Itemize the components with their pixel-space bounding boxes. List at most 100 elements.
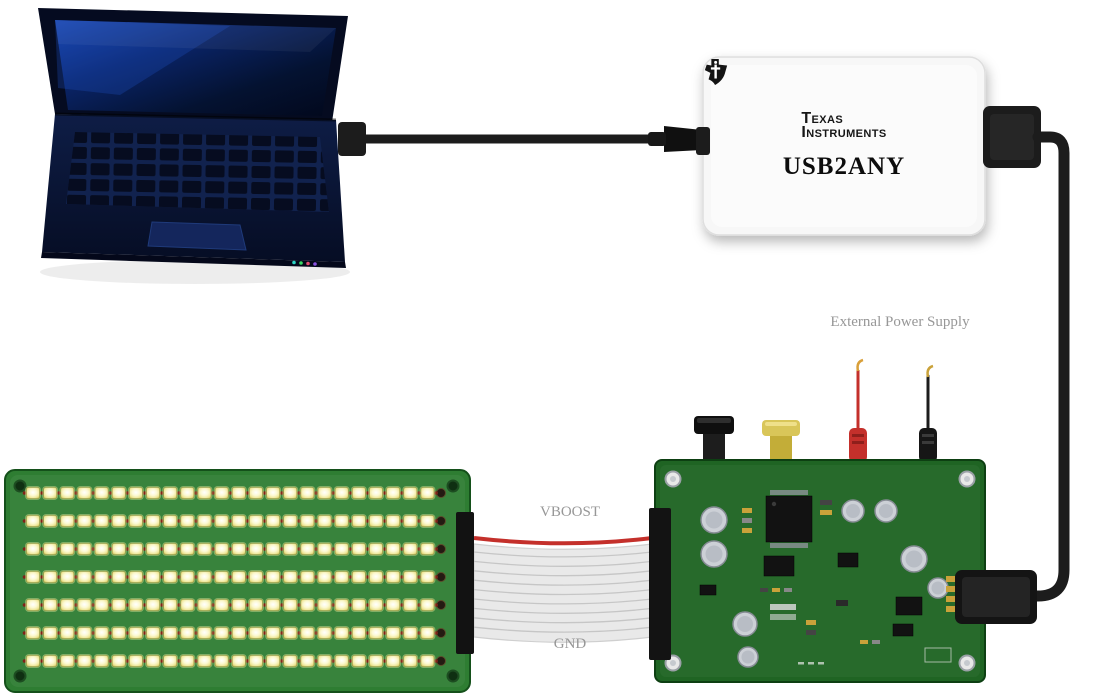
led: [334, 515, 349, 527]
led: [283, 655, 298, 667]
led: [43, 487, 57, 499]
led: [180, 571, 195, 583]
led: [352, 543, 366, 555]
ribbon-connector-led-board: [456, 512, 474, 654]
led: [334, 599, 349, 611]
led: [420, 487, 435, 499]
led: [214, 543, 229, 555]
mcu-chip: [765, 490, 813, 548]
usb-plug-adapter-end: [664, 126, 702, 152]
usb-plug-laptop-end: [338, 122, 366, 156]
led: [232, 627, 246, 639]
led: [334, 487, 349, 499]
led: [26, 543, 40, 555]
led: [111, 543, 126, 555]
evm-board: [649, 358, 1037, 683]
led: [197, 487, 212, 499]
led: [163, 655, 177, 667]
led: [352, 571, 366, 583]
led-board-through-holes: [436, 488, 446, 666]
led: [146, 571, 160, 583]
led: [334, 655, 349, 667]
led-board-mounting-holes: [13, 479, 460, 683]
led: [111, 515, 126, 527]
led: [214, 487, 229, 499]
evm-mounting-holes: [664, 470, 976, 672]
gold-header-pins: [946, 576, 955, 612]
led: [369, 515, 383, 527]
led: [249, 543, 263, 555]
probe-hook-black: [926, 364, 934, 378]
led: [232, 599, 246, 611]
led: [369, 627, 383, 639]
led: [403, 627, 418, 639]
led: [232, 571, 246, 583]
led: [214, 515, 229, 527]
led: [197, 627, 212, 639]
led: [129, 571, 143, 583]
led: [180, 487, 195, 499]
led: [403, 599, 418, 611]
led-array-board: [4, 469, 474, 693]
led: [317, 571, 332, 583]
led: [111, 599, 126, 611]
led: [420, 515, 435, 527]
led: [420, 627, 435, 639]
led: [232, 543, 246, 555]
led: [163, 487, 177, 499]
led: [163, 543, 177, 555]
led: [129, 543, 143, 555]
led: [77, 627, 92, 639]
led: [146, 599, 160, 611]
led: [266, 571, 280, 583]
led: [77, 487, 92, 499]
led: [283, 627, 298, 639]
capacitors: [700, 499, 949, 668]
led: [214, 655, 229, 667]
led-grid: [25, 486, 436, 668]
led: [146, 627, 160, 639]
led: [94, 487, 109, 499]
led: [420, 599, 435, 611]
led: [60, 599, 75, 611]
led: [94, 515, 109, 527]
led: [43, 655, 57, 667]
led: [163, 515, 177, 527]
led: [369, 655, 383, 667]
led: [197, 599, 212, 611]
led: [26, 571, 40, 583]
led: [43, 599, 57, 611]
led: [111, 571, 126, 583]
led: [197, 543, 212, 555]
probe-hook-red: [856, 358, 864, 372]
led: [129, 627, 143, 639]
led: [300, 571, 315, 583]
led: [386, 571, 400, 583]
led: [94, 655, 109, 667]
led: [352, 655, 366, 667]
led: [111, 627, 126, 639]
led: [317, 515, 332, 527]
led: [249, 487, 263, 499]
led: [180, 655, 195, 667]
led: [249, 571, 263, 583]
led: [300, 599, 315, 611]
led: [317, 543, 332, 555]
led: [403, 543, 418, 555]
led: [146, 543, 160, 555]
led: [352, 487, 366, 499]
led: [386, 627, 400, 639]
led: [266, 655, 280, 667]
led: [197, 515, 212, 527]
led: [94, 599, 109, 611]
led: [60, 627, 75, 639]
small-ics: [699, 552, 923, 637]
led: [283, 515, 298, 527]
led: [300, 655, 315, 667]
led: [266, 627, 280, 639]
led: [146, 655, 160, 667]
led: [232, 487, 246, 499]
led: [77, 571, 92, 583]
